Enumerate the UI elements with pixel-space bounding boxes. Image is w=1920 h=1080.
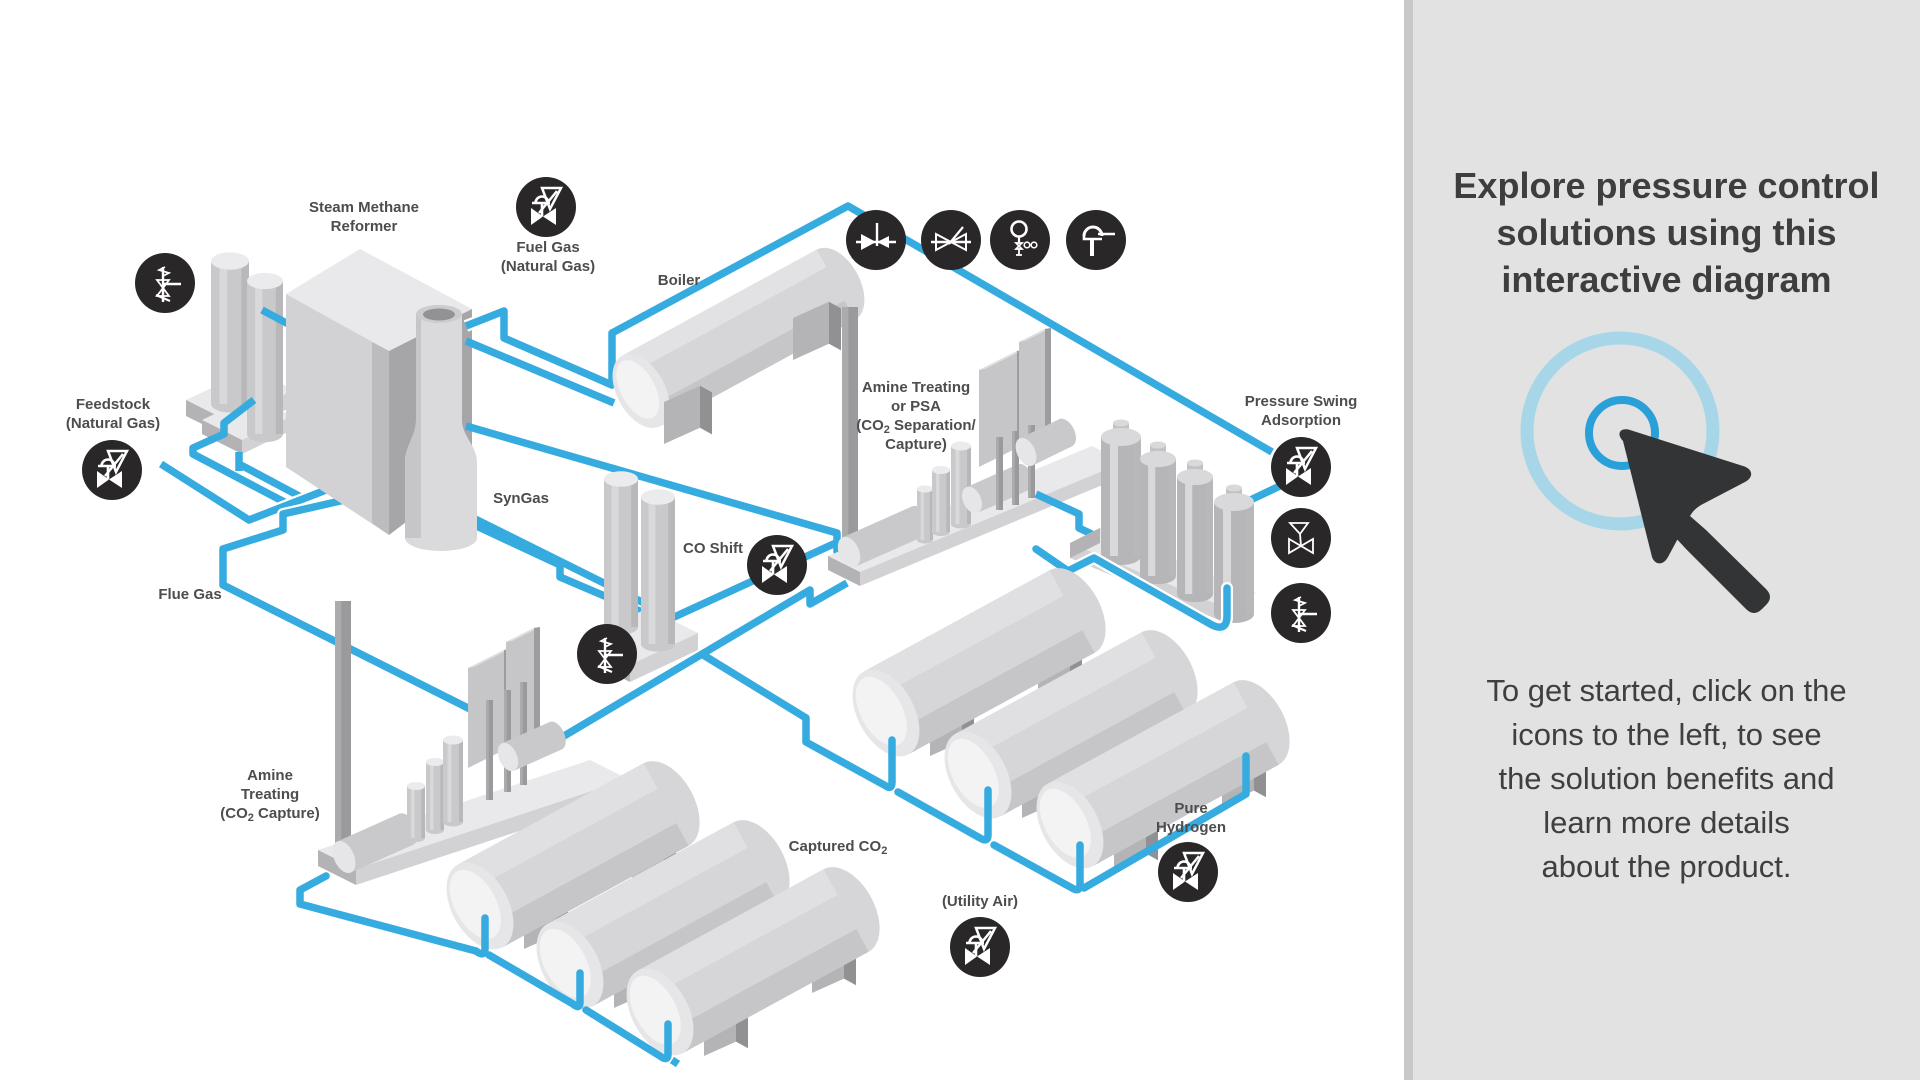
- svg-text:Feedstock: Feedstock: [76, 396, 151, 413]
- svg-text:Amine Treating: Amine Treating: [862, 379, 970, 396]
- svg-text:Treating: Treating: [241, 786, 299, 803]
- svg-text:Flue Gas: Flue Gas: [158, 586, 221, 603]
- svg-text:(Natural Gas): (Natural Gas): [66, 415, 160, 432]
- svg-text:CO Shift: CO Shift: [683, 540, 743, 557]
- svg-text:Pure: Pure: [1174, 800, 1207, 817]
- svg-text:Reformer: Reformer: [331, 218, 398, 235]
- svg-text:Amine: Amine: [247, 767, 293, 784]
- svg-text:or PSA: or PSA: [891, 398, 941, 415]
- svg-text:Pressure Swing: Pressure Swing: [1245, 393, 1358, 410]
- svg-text:Fuel Gas: Fuel Gas: [516, 239, 579, 256]
- svg-text:Steam Methane: Steam Methane: [309, 199, 419, 216]
- svg-text:Boiler: Boiler: [658, 272, 701, 289]
- svg-text:(CO2 Capture): (CO2 Capture): [220, 805, 319, 824]
- svg-text:Capture): Capture): [885, 436, 947, 453]
- svg-text:SynGas: SynGas: [493, 490, 549, 507]
- svg-text:(Utility Air): (Utility Air): [942, 893, 1018, 910]
- svg-text:Adsorption: Adsorption: [1261, 412, 1341, 429]
- svg-text:(Natural Gas): (Natural Gas): [501, 258, 595, 275]
- svg-text:(CO2 Separation/: (CO2 Separation/: [856, 417, 976, 436]
- svg-text:Captured CO2: Captured CO2: [789, 838, 888, 857]
- svg-text:Hydrogen: Hydrogen: [1156, 819, 1226, 836]
